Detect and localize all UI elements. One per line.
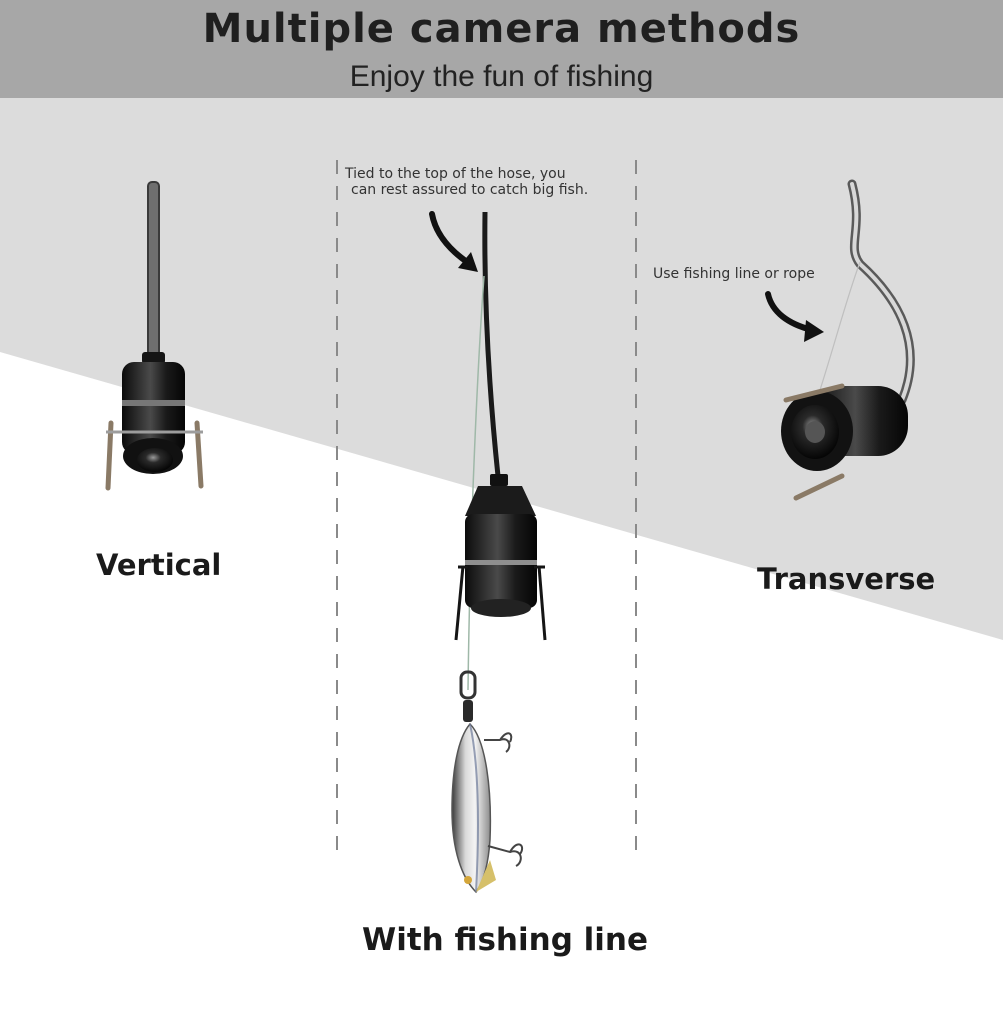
transverse-label: Transverse (757, 562, 936, 596)
page-subtitle: Enjoy the fun of fishing (349, 60, 654, 93)
transverse-note: Use fishing line or rope (653, 266, 815, 282)
header-banner: Multiple camera methods Enjoy the fun of… (0, 0, 1003, 98)
fishing-line-label: With fishing line (362, 922, 649, 958)
page-title: Multiple camera methods (202, 6, 801, 52)
fishing-line-note: Tied to the top of the hose, you can res… (345, 166, 588, 198)
fishing-line-camera-image (429, 211, 547, 894)
fishing-line-note-line1: Tied to the top of the hose, you (345, 166, 566, 182)
fishing-line-note-line2: can rest assured to catch big fish. (351, 182, 589, 198)
vertical-camera-image (105, 181, 204, 491)
vertical-label: Vertical (96, 548, 222, 582)
gray-panel-shape (0, 98, 1003, 640)
transverse-camera-image (765, 179, 915, 501)
